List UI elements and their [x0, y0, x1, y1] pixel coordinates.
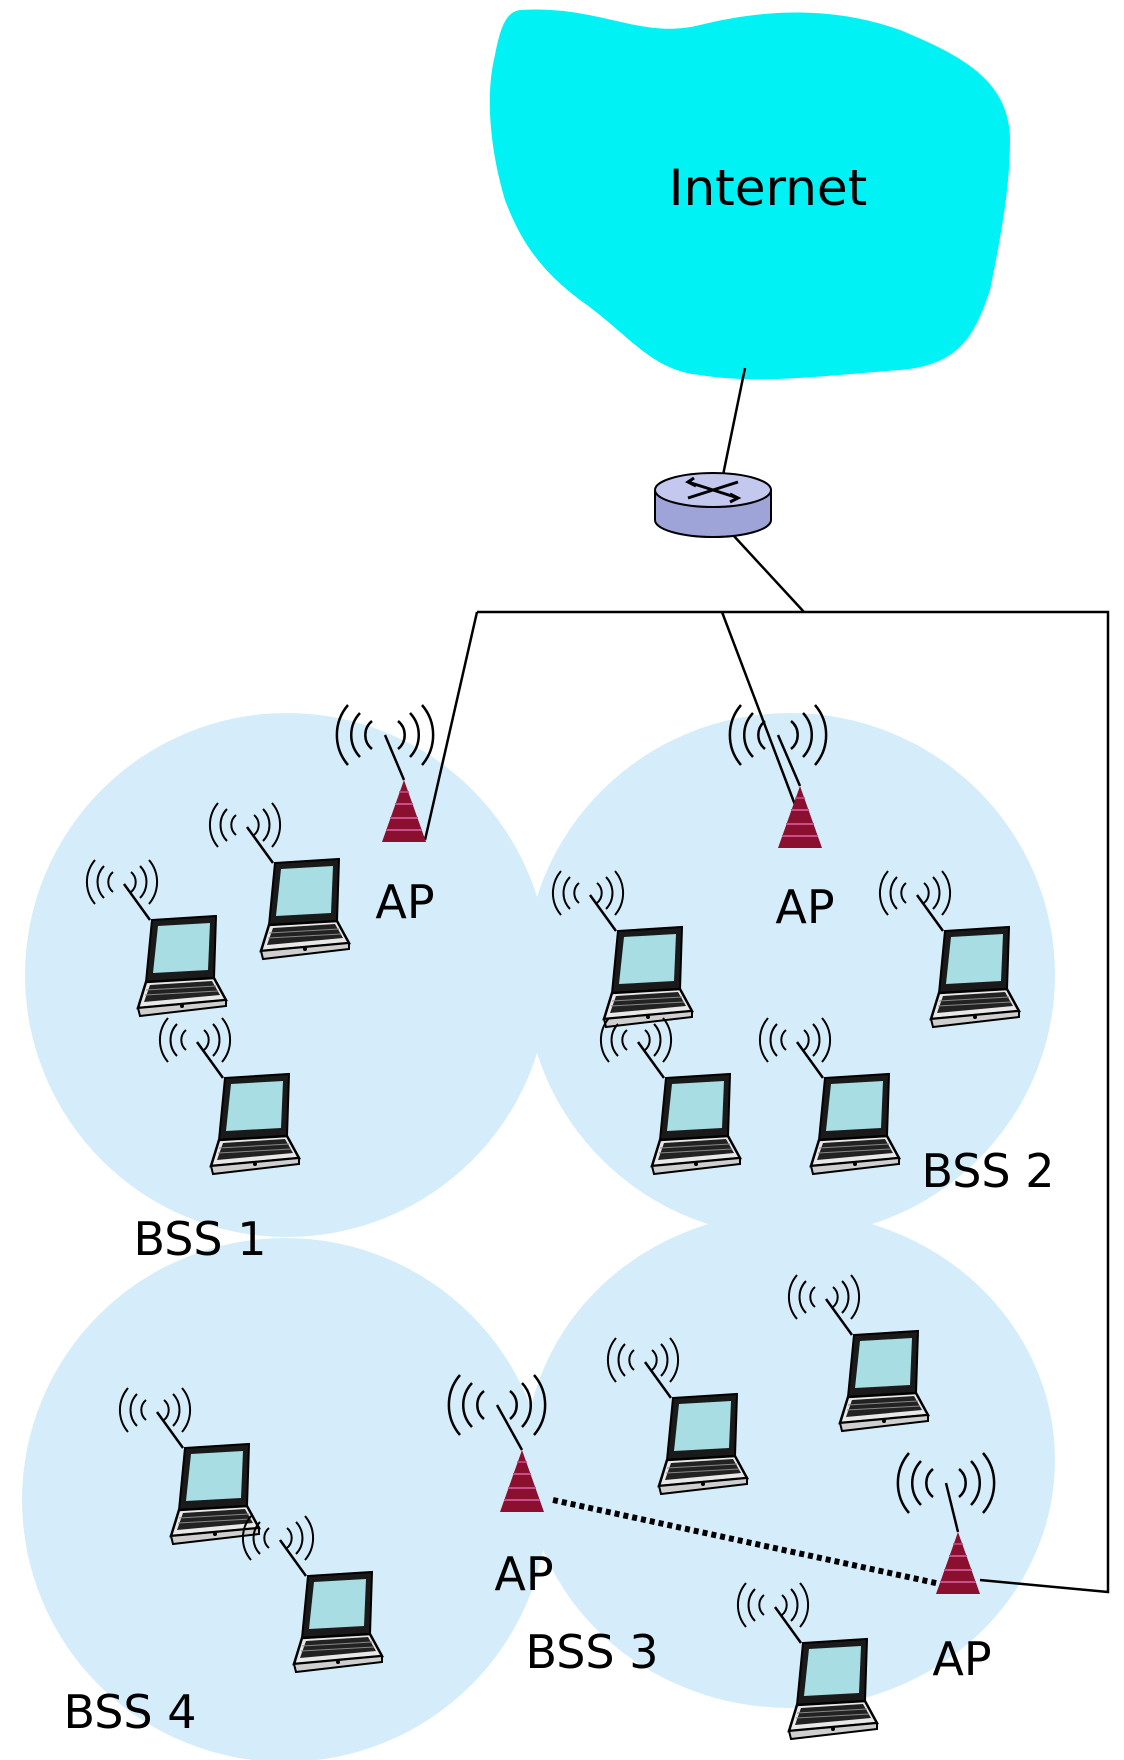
ap1-link: [423, 611, 479, 841]
bss-4-label: BSS 4: [63, 1685, 196, 1739]
ethernet-backbone: [477, 610, 1110, 1594]
access-point-4: AP: [896, 1451, 996, 1686]
internet-label: Internet: [669, 159, 868, 217]
internet-cloud-icon: [489, 9, 1011, 380]
bss-3-label: BSS 3: [525, 1625, 658, 1679]
internet-router-link: [720, 367, 747, 481]
access-point-2: AP: [728, 703, 835, 934]
ap-4-label: AP: [932, 1632, 991, 1686]
ap-1-label: AP: [375, 875, 434, 929]
access-point-1: AP: [335, 703, 435, 929]
bss-4-cell: [22, 1238, 548, 1760]
router-switch-link: [732, 534, 805, 613]
bss-2-cell: [525, 713, 1055, 1237]
bss-3-cell: [525, 1212, 1055, 1708]
ap2-link: [720, 611, 802, 819]
wired-links: [423, 367, 1110, 1594]
ap-wireless-link: [552, 1497, 946, 1588]
bss-1-label: BSS 1: [133, 1212, 266, 1266]
ap-2-label: AP: [775, 880, 834, 934]
bss-1-cell: [25, 713, 549, 1237]
ap-3-label: AP: [494, 1547, 553, 1601]
access-point-3: AP: [447, 1373, 554, 1601]
bss-2-label: BSS 2: [921, 1144, 1054, 1198]
router-icon: [654, 472, 772, 538]
